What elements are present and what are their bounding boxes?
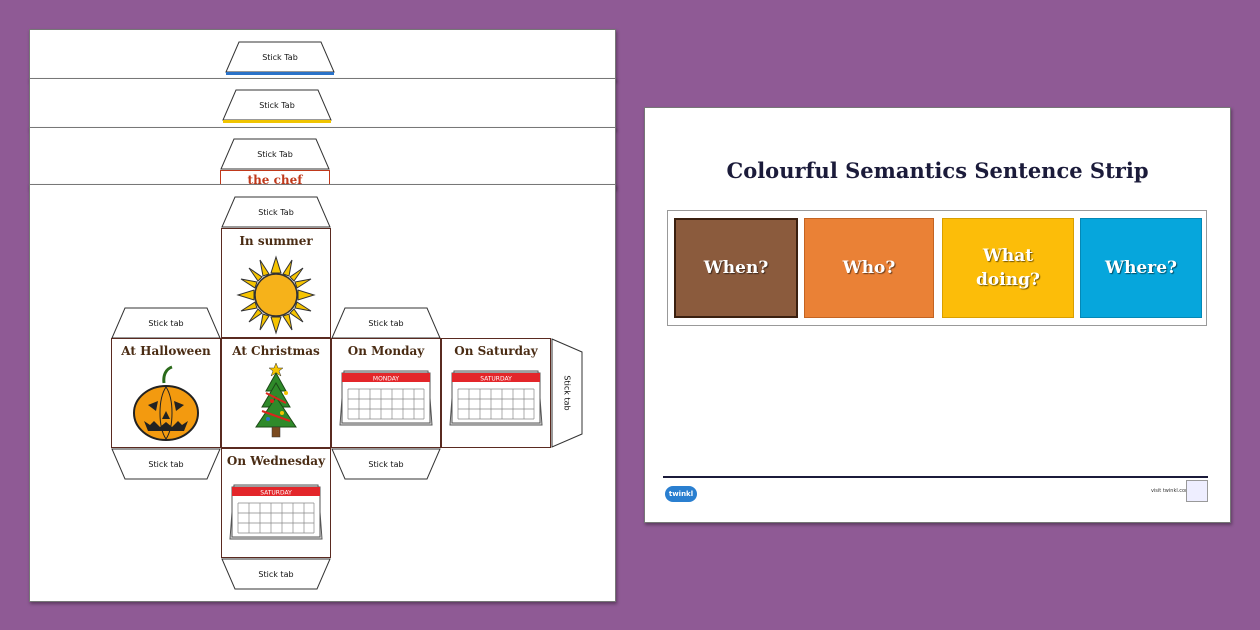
cube-net-sheet-back-3: Stick Tab the chef	[29, 127, 616, 189]
face-label: At Halloween	[121, 344, 211, 358]
stick-tab-right-bottom: Stick tab	[331, 448, 441, 480]
twinkl-logo: twinkl	[665, 486, 697, 502]
badge-icon	[1186, 480, 1208, 502]
face-on-wednesday: On Wednesday SATURDAY	[221, 448, 331, 558]
card-who: Who?	[804, 218, 934, 318]
face-label: On Wednesday	[226, 454, 326, 468]
calendar-header: MONDAY	[373, 376, 400, 383]
face-label: On Monday	[347, 344, 425, 358]
card-label: What doing?	[976, 246, 1040, 290]
calendar-icon: MONDAY	[339, 370, 433, 426]
color-strip	[226, 72, 334, 75]
stick-tab-left-top: Stick tab	[111, 307, 221, 339]
face-label: At Christmas	[232, 344, 320, 358]
sun-icon	[236, 255, 316, 335]
face-in-summer: In summer	[221, 228, 331, 338]
stick-tab-right-top: Stick tab	[331, 307, 441, 339]
stick-tab-bottom: Stick tab	[221, 558, 331, 590]
face-on-saturday: On Saturday SATURDAY	[441, 338, 551, 448]
sentence-strip-sheet: Colourful Semantics Sentence Strip When?…	[644, 107, 1231, 523]
stick-tab: Stick Tab	[220, 138, 330, 170]
calendar-header: SATURDAY	[260, 490, 292, 497]
stick-tab-top: Stick Tab	[221, 196, 331, 228]
face-on-monday: On Monday MONDAY	[331, 338, 441, 448]
card-where: Where?	[1080, 218, 1202, 318]
footer-divider	[663, 476, 1208, 478]
card-when: When?	[674, 218, 798, 318]
card-what-doing: What doing?	[942, 218, 1074, 318]
christmas-tree-icon	[255, 363, 297, 438]
cube-net-sheet: Stick Tab In summer	[29, 184, 616, 602]
pumpkin-icon	[133, 365, 199, 441]
stick-tab-side: Stick tab	[551, 338, 583, 448]
face-at-halloween: At Halloween	[111, 338, 221, 448]
calendar-header: SATURDAY	[480, 376, 512, 383]
calendar-icon: SATURDAY	[449, 370, 543, 426]
stick-tab: Stick Tab	[222, 89, 332, 121]
face-label: On Saturday	[454, 344, 538, 358]
stick-tab-left-bottom: Stick tab	[111, 448, 221, 480]
calendar-icon: SATURDAY	[229, 484, 323, 540]
footer-url: visit twinkl.com	[1150, 488, 1190, 494]
card-label: Where?	[1104, 258, 1177, 278]
cube-net-sheet-back-2: Stick Tab	[29, 78, 616, 130]
face-peek	[220, 170, 330, 188]
sentence-strip: When? Who? What doing? Where?	[667, 210, 1207, 326]
stick-tab: Stick Tab	[225, 41, 335, 73]
card-label: When?	[703, 258, 769, 278]
page-title: Colourful Semantics Sentence Strip	[726, 158, 1149, 183]
face-at-christmas: At Christmas	[221, 338, 331, 448]
face-label: In summer	[239, 234, 313, 248]
peek-word: the chef	[247, 173, 303, 187]
cube-net-sheet-back-1: Stick Tab	[29, 29, 616, 81]
card-label: Who?	[842, 258, 896, 278]
color-strip	[223, 120, 331, 123]
